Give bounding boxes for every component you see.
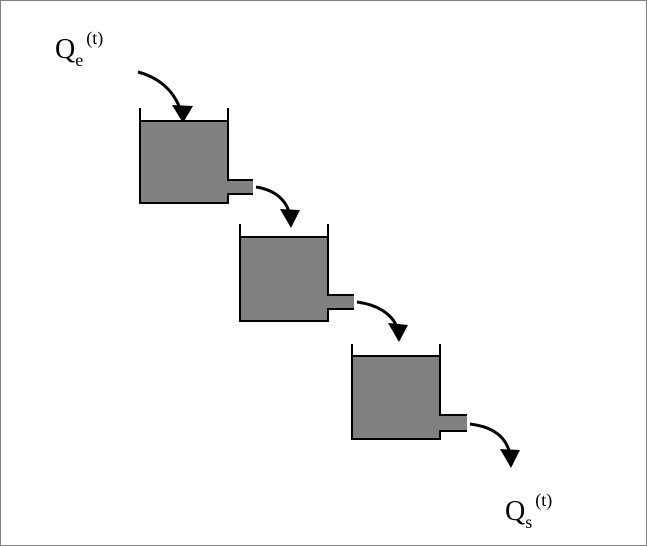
tank-1-wall bbox=[139, 108, 253, 204]
inflow-arrowhead bbox=[172, 105, 193, 123]
outflow-label: Qs(t) bbox=[505, 490, 552, 532]
tank-2-outlet-fluid bbox=[328, 295, 354, 309]
tank-1 bbox=[139, 108, 253, 204]
flow-arrowhead-1 bbox=[280, 209, 300, 228]
tank-3-outlet-fluid bbox=[440, 415, 467, 431]
tank-1-fluid bbox=[140, 121, 228, 203]
tank-3 bbox=[351, 344, 467, 440]
tank-3-fluid bbox=[352, 356, 440, 439]
tank-3-wall bbox=[351, 344, 467, 440]
tank-2-wall bbox=[239, 224, 354, 322]
outflow-arrowhead bbox=[500, 449, 520, 468]
tank-2 bbox=[239, 224, 354, 322]
tank-2-fluid bbox=[240, 237, 328, 321]
flow-arrowhead-2 bbox=[388, 323, 408, 342]
inflow-label: Qe(t) bbox=[55, 28, 103, 70]
tank-1-outlet-fluid bbox=[228, 180, 253, 194]
